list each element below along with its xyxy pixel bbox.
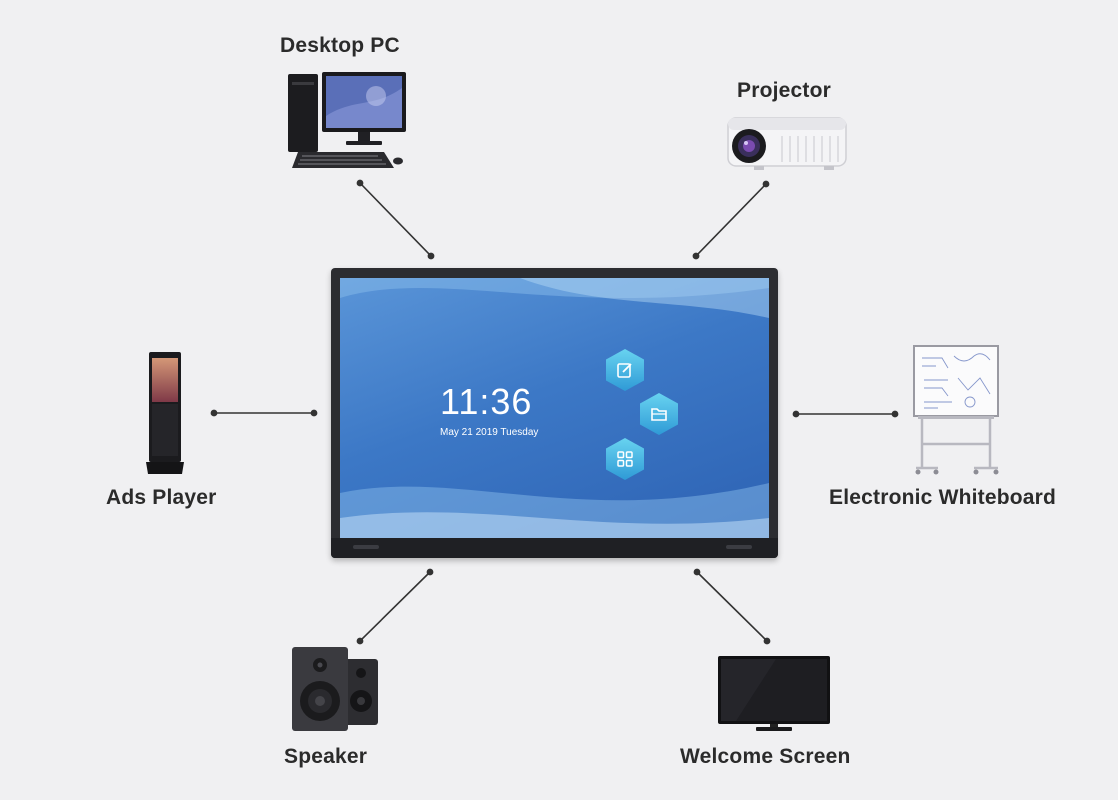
desktop-pc-icon bbox=[284, 68, 409, 176]
front-ports bbox=[353, 545, 379, 549]
label-speaker: Speaker bbox=[284, 745, 368, 768]
front-buttons bbox=[726, 545, 752, 549]
panel-bezel bbox=[331, 538, 778, 558]
electronic-whiteboard-icon bbox=[908, 344, 1004, 480]
label-projector: Projector bbox=[737, 79, 831, 102]
label-welcome-screen: Welcome Screen bbox=[680, 745, 851, 768]
connector-desktop-pc bbox=[359, 182, 432, 257]
speaker-icon bbox=[288, 645, 382, 735]
panel-screen: 11:36 May 21 2019 Tuesday bbox=[340, 278, 769, 538]
welcome-screen-icon bbox=[716, 654, 832, 734]
label-electronic-whiteboard: Electronic Whiteboard bbox=[829, 486, 1057, 509]
label-desktop-pc: Desktop PC bbox=[280, 34, 400, 57]
ads-player-icon bbox=[144, 350, 186, 478]
clock-time: 11:36 bbox=[440, 381, 533, 422]
connector-speaker bbox=[359, 571, 431, 642]
clock-date: May 21 2019 Tuesday bbox=[440, 427, 539, 438]
interactive-panel: 11:36 May 21 2019 Tuesday bbox=[331, 268, 778, 558]
connector-welcome-screen bbox=[696, 571, 768, 642]
screen-wallpaper bbox=[340, 278, 769, 538]
label-ads-player: Ads Player bbox=[106, 486, 217, 509]
connector-projector bbox=[695, 183, 767, 257]
projector-icon bbox=[724, 108, 850, 174]
